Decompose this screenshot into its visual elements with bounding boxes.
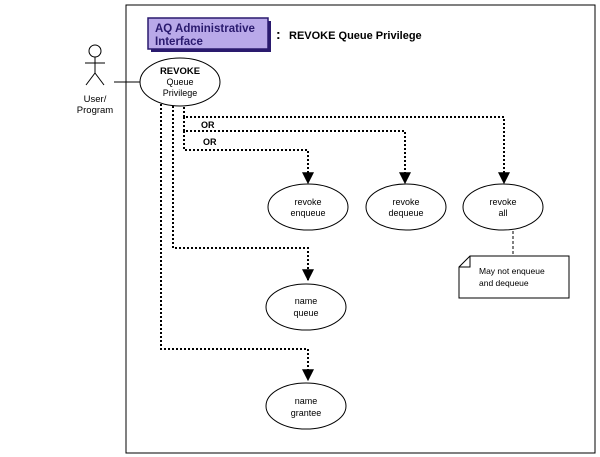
name-grantee-line1: name [295,396,318,406]
interface-badge: AQ Administrative Interface [147,17,271,52]
revoke-dequeue-line2: dequeue [388,208,423,218]
name-queue-line2: queue [293,308,318,318]
revoke-enqueue-line1: revoke [294,197,321,207]
connectors [160,103,510,382]
revoke-queue-privilege-node[interactable]: REVOKE Queue Privilege [139,57,221,107]
connector-name-queue [172,106,314,282]
revoke-dequeue-node[interactable]: revoke dequeue [365,183,447,231]
note-line1: May not enqueue [479,266,545,276]
user-actor-icon [85,44,105,86]
revoke-enqueue-line2: enqueue [290,208,325,218]
or-label-1: OR [201,120,215,130]
connector-revoke-enqueue [183,131,314,185]
connector-revoke-dequeue [183,117,411,185]
revoke-all-line2: all [498,208,507,218]
revoke-enqueue-node[interactable]: revoke enqueue [267,183,349,231]
name-queue-node[interactable]: name queue [265,283,347,331]
or-label-2: OR [203,137,217,147]
revoke-all-node[interactable]: revoke all [462,183,544,231]
badge-line1: AQ Administrative [155,23,255,35]
connector-name-grantee [160,104,314,382]
actor-label-line2: Program [77,105,114,116]
revoke-dequeue-line1: revoke [392,197,419,207]
header-separator: : [276,26,281,42]
badge-box [147,17,269,50]
note-box: May not enqueue and dequeue [458,255,570,299]
note-line2: and dequeue [479,278,529,288]
name-queue-line1: name [295,296,318,306]
page-title: REVOKE Queue Privilege [289,30,422,42]
name-grantee-node[interactable]: name grantee [265,382,347,430]
main-node-line2: Queue [166,77,193,87]
connector-revoke-all [183,103,510,185]
badge-line2: Interface [155,36,203,48]
diagram-frame [125,4,596,454]
main-node-line1: REVOKE [160,66,200,77]
revoke-all-line1: revoke [489,197,516,207]
main-node-line3: Privilege [163,88,198,98]
actor-label-line1: User/ [84,94,107,105]
name-grantee-line2: grantee [291,408,322,418]
